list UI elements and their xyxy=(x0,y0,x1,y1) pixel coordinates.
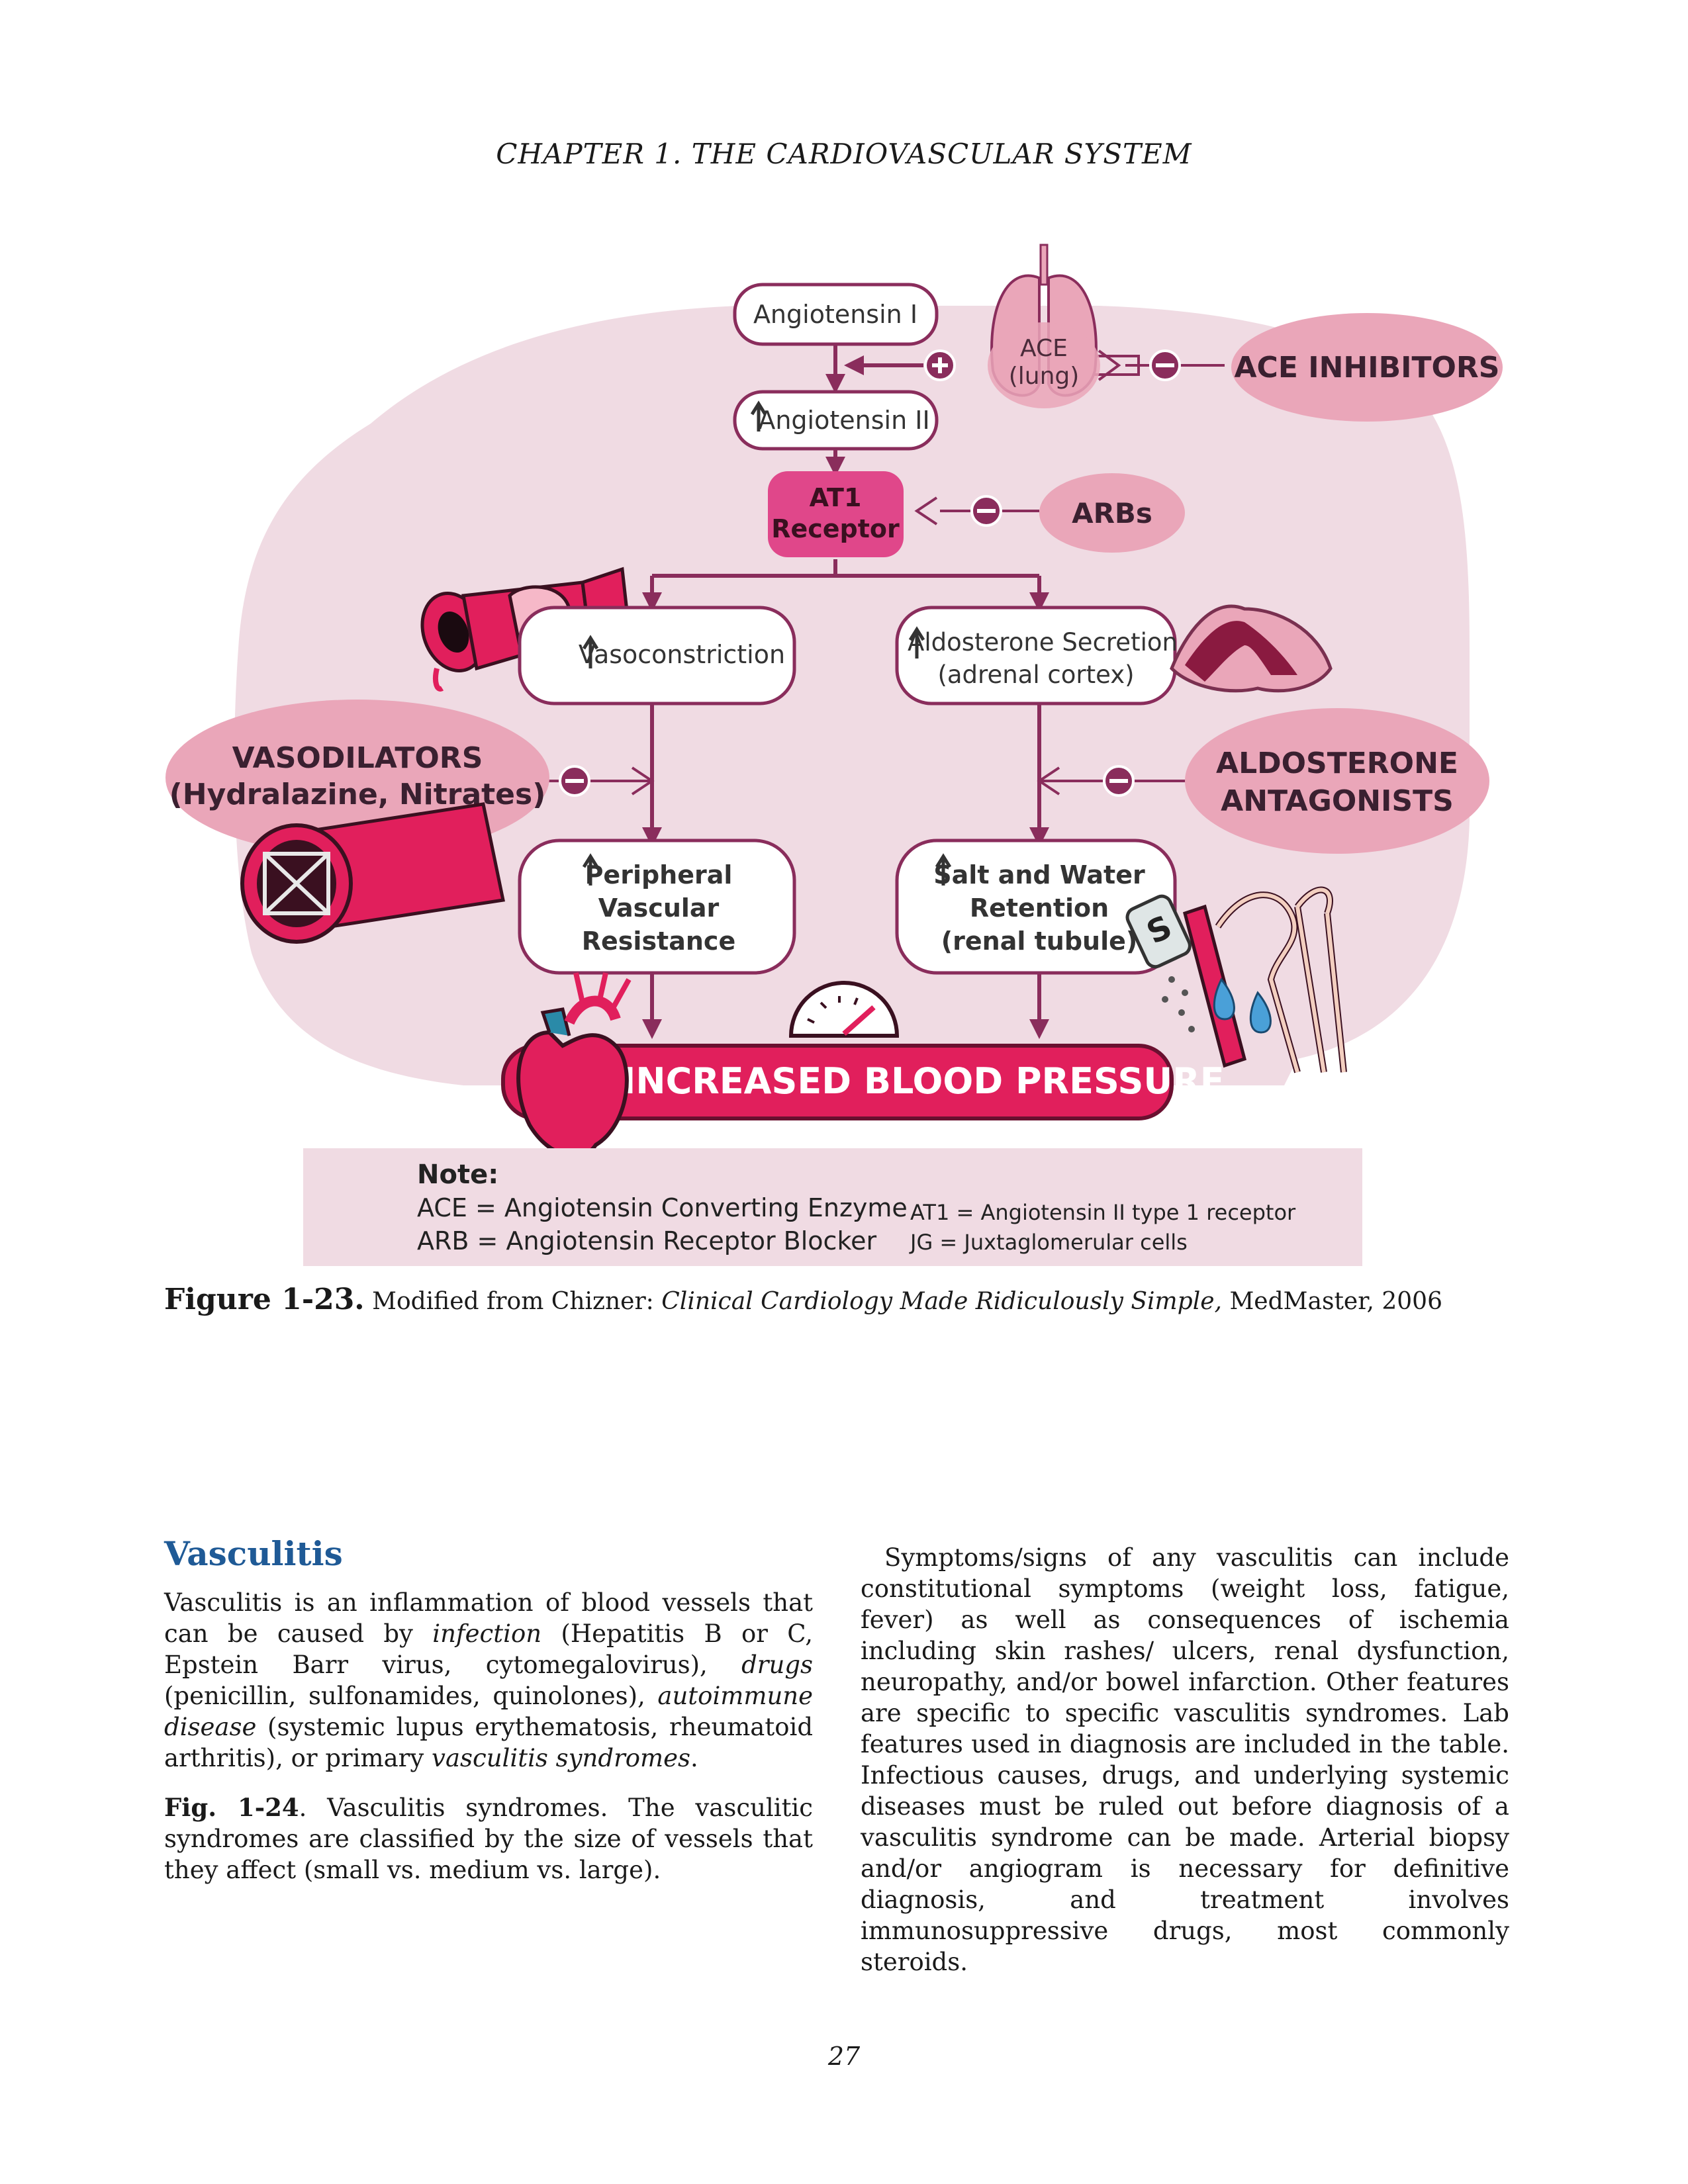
up-arrow-icon xyxy=(908,626,925,659)
pvr-label-2: Vascular xyxy=(598,893,720,923)
ace-inhibitors-label: ACE INHIBITORS xyxy=(1234,351,1499,385)
paragraph-vasculitis-causes: Vasculitis is an inflammation of blood v… xyxy=(164,1588,813,1772)
vasoconstriction-box xyxy=(518,606,796,705)
note-jg: JG = Juxtaglomerular cells xyxy=(909,1230,1188,1255)
bp-label: INCREASED BLOOD PRESSURE xyxy=(622,1060,1224,1102)
salt-shaker-icon: S xyxy=(1125,894,1195,1032)
vasodilators-label: VASODILATORS xyxy=(232,741,483,775)
at1-receptor-label: Receptor xyxy=(771,514,900,543)
note-ace: ACE = Angiotensin Converting Enzyme xyxy=(417,1193,908,1222)
caption-label: Figure 1-23. xyxy=(164,1283,365,1316)
paragraph-symptoms: Symptoms/signs of any vasculitis can inc… xyxy=(861,1543,1509,1976)
renal-tubule-icon xyxy=(1182,886,1347,1073)
aldosterone-antagonists-label: ALDOSTERONE xyxy=(1216,747,1458,780)
angiotensin-ii-box xyxy=(733,390,939,451)
at1-receptor-box xyxy=(768,471,904,557)
ace-inhibitors-bubble xyxy=(1231,313,1503,422)
up-arrow-icon xyxy=(582,853,599,886)
pvr-label-1: Peripheral xyxy=(585,860,733,889)
ace-lung-label: (lung) xyxy=(1009,363,1080,390)
peripheral-vascular-resistance-box xyxy=(518,839,796,975)
right-column: Symptoms/signs of any vasculitis can inc… xyxy=(861,1542,1509,1978)
minus-icon-arb xyxy=(970,495,1002,527)
running-header: CHAPTER 1. THE CARDIOVASCULAR SYSTEM xyxy=(496,138,1192,170)
vasodilators-examples-label: (Hydralazine, Nitrates) xyxy=(169,778,546,811)
aldosterone-secretion-box xyxy=(895,606,1177,705)
ace-bubble xyxy=(988,322,1100,408)
left-column: Vasculitis is an inflammation of blood v… xyxy=(164,1587,813,1886)
aldosterone-label: Aldosterone Secretion xyxy=(908,628,1178,657)
minus-icon-ace xyxy=(1149,349,1181,381)
pvr-label-3: Resistance xyxy=(582,927,735,956)
fig-ref-label: Fig. 1-24 xyxy=(164,1793,299,1822)
salt-label-1: Salt and Water xyxy=(933,860,1145,889)
minus-icon-vasodilators xyxy=(559,765,590,797)
arbs-label: ARBs xyxy=(1072,497,1152,529)
angiotensin-ii-label: Angiotensin II xyxy=(758,406,929,435)
page-number: 27 xyxy=(827,2042,861,2071)
adrenal-gland-icon xyxy=(1170,604,1333,693)
note-box xyxy=(303,1148,1362,1266)
caption-book-title: Clinical Cardiology Made Ridiculously Si… xyxy=(661,1288,1222,1315)
caption-text-post: MedMaster, 2006 xyxy=(1222,1288,1442,1315)
angiotensin-i-label: Angiotensin I xyxy=(753,300,917,329)
aldosterone-antagonists-label-2: ANTAGONISTS xyxy=(1221,784,1454,818)
arbs-bubble xyxy=(1039,473,1185,553)
note-arb: ARB = Angiotensin Receptor Blocker xyxy=(417,1226,876,1255)
minus-icon-aldosterone xyxy=(1103,765,1135,797)
caption-text-pre: Modified from Chizner: xyxy=(364,1288,662,1315)
blood-pressure-bar xyxy=(501,1044,1174,1120)
salt-label-3: (renal tubule) xyxy=(941,927,1137,956)
plus-icon xyxy=(924,349,956,381)
angiotensin-i-box xyxy=(733,283,939,346)
section-title: Vasculitis xyxy=(164,1534,343,1573)
dilated-vessel-icon xyxy=(240,802,505,944)
paragraph-fig-note: Fig. 1-24. Vasculitis syndromes. The vas… xyxy=(164,1793,813,1884)
raas-figure: ACE (lung) ACE INHIBITORS Angiotensin I … xyxy=(165,244,1503,1266)
vasoconstriction-label: Vasoconstriction xyxy=(579,640,785,669)
adrenal-cortex-label: (adrenal cortex) xyxy=(937,660,1134,689)
at1-label: AT1 xyxy=(810,483,862,512)
salt-water-retention-box xyxy=(895,839,1177,975)
figure-caption: Figure 1-23. Modified from Chizner: Clin… xyxy=(164,1283,1554,1316)
heart-icon xyxy=(516,972,632,1158)
aldosterone-antagonists-bubble xyxy=(1185,708,1489,854)
pressure-gauge-icon xyxy=(788,981,900,1038)
pathway-arrows xyxy=(642,344,1049,1039)
note-at1: AT1 = Angiotensin II type 1 receptor xyxy=(910,1200,1296,1225)
note-title: Note: xyxy=(417,1160,498,1190)
up-arrow-icon xyxy=(582,635,599,668)
ace-label: ACE xyxy=(1020,335,1068,362)
salt-label-2: Retention xyxy=(970,893,1109,923)
up-arrow-icon xyxy=(935,853,952,886)
up-arrow-icon xyxy=(750,400,767,432)
